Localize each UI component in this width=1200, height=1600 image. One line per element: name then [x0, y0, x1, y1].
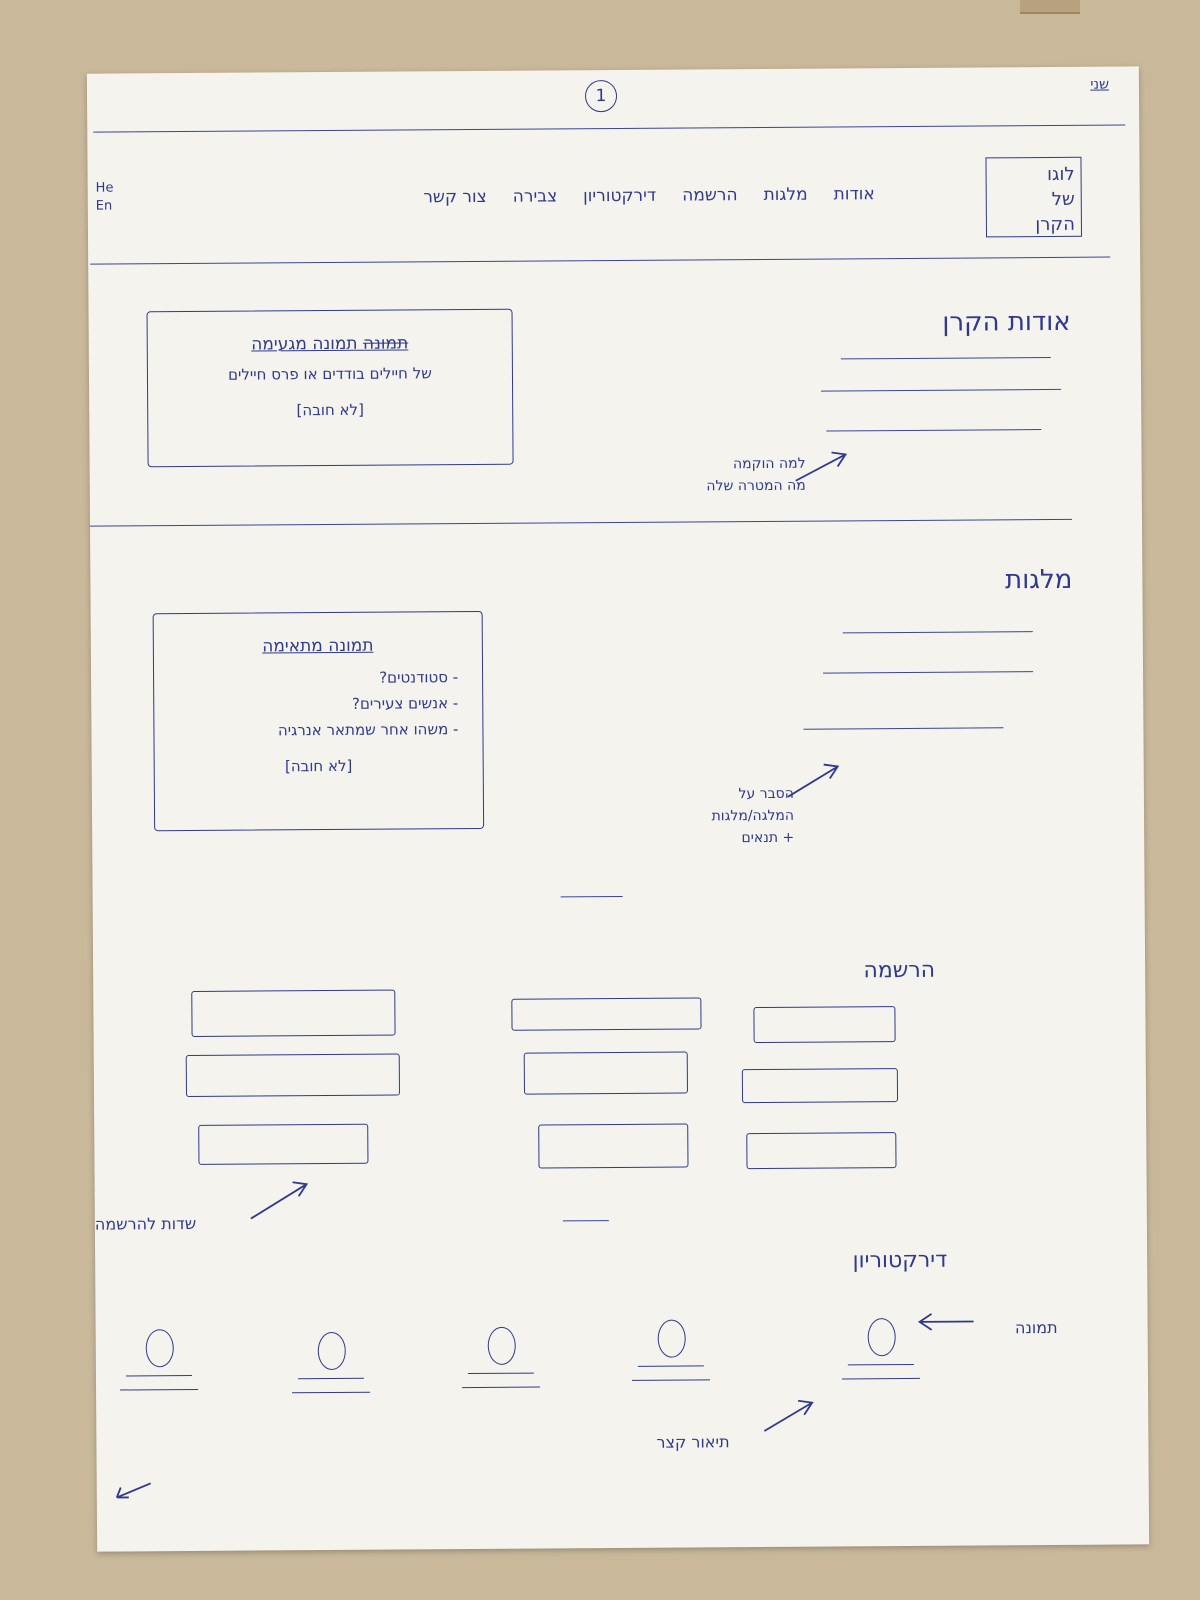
- about-image-optional: [לא חובה]: [296, 400, 364, 420]
- about-note-line-1: למה הוקמה: [732, 455, 806, 473]
- nav-item-donation[interactable]: צבירה: [512, 186, 558, 207]
- desk-corner: [1020, 0, 1080, 14]
- about-note: למה הוקמה מה המטרה שלה: [706, 453, 806, 498]
- scholarship-text-line: [803, 727, 1004, 730]
- registration-field[interactable]: [511, 997, 702, 1031]
- registration-field[interactable]: [741, 1068, 899, 1104]
- arrow-icon: [763, 1399, 814, 1432]
- scholarship-text-line: [823, 671, 1034, 674]
- director-card[interactable]: [114, 1329, 205, 1420]
- scholarship-image-placeholder: תמונה מתאימה - סטודנטים? - אנשים צעירים?…: [152, 610, 485, 832]
- about-note-line-2: מה המטרה שלה: [706, 477, 806, 495]
- logo-placeholder[interactable]: לוגו של הקרן: [985, 156, 1083, 238]
- scholarship-text-line: [842, 631, 1033, 634]
- logo-line-2: של: [1051, 188, 1075, 210]
- desc-line: [120, 1388, 199, 1391]
- arrow-icon: [917, 1313, 974, 1331]
- lang-he[interactable]: He: [95, 180, 114, 196]
- nav-menu: אודות מלגות הרשמה דירקטוריון צבירה צור ק…: [423, 184, 875, 207]
- photo-note: תמונה: [1014, 1317, 1058, 1338]
- section-divider: [560, 895, 623, 898]
- directory-title: דירקטוריון: [852, 1247, 948, 1274]
- name-line: [297, 1377, 364, 1380]
- arrow-icon: [787, 763, 840, 798]
- language-switcher: He En: [96, 180, 114, 216]
- header-rule: [90, 256, 1111, 265]
- name-line: [847, 1363, 914, 1366]
- registration-note: שדות להרשמה: [94, 1213, 197, 1234]
- scholarships-title: מלגות: [1004, 564, 1073, 596]
- desc-note: תיאור קצר: [656, 1432, 730, 1452]
- name-line: [467, 1372, 534, 1375]
- person-icon: [657, 1319, 686, 1358]
- scholarship-image-title: תמונה מתאימה: [262, 635, 374, 657]
- registration-field[interactable]: [523, 1051, 688, 1095]
- section-rule: [90, 518, 1072, 527]
- about-image-title-strike: תמונה: [362, 333, 409, 354]
- page-number: 1: [584, 79, 618, 113]
- about-text-line: [840, 356, 1051, 360]
- logo-line-1: לוגו: [1047, 163, 1075, 185]
- nav-item-scholarships[interactable]: מלגות: [763, 184, 808, 205]
- registration-title: הרשמה: [863, 957, 936, 984]
- idea-item: - משהו אחר שמתאר אנרגיה: [277, 720, 459, 740]
- idea-item: - אנשים צעירים?: [351, 694, 459, 713]
- desc-line: [841, 1377, 920, 1380]
- about-image-title-text: תמונה מגעימה: [251, 333, 358, 355]
- about-image-placeholder: תמונה תמונה מגעימה של חיילים בודדים או פ…: [146, 308, 514, 468]
- sketch-paper: 1 שני לוגו של הקרן אודות מלגות הרשמה דיר…: [86, 66, 1150, 1552]
- director-card[interactable]: [286, 1331, 377, 1423]
- about-title: אודות הקרן: [942, 306, 1071, 338]
- registration-field[interactable]: [185, 1053, 400, 1098]
- director-card[interactable]: [456, 1326, 547, 1418]
- about-text-line: [826, 429, 1042, 432]
- arrow-icon: [795, 451, 848, 482]
- nav-item-registration[interactable]: הרשמה: [682, 185, 738, 206]
- desc-line: [292, 1391, 371, 1394]
- scholarship-note-line-3: + תנאים: [741, 829, 795, 847]
- name-line: [125, 1374, 192, 1377]
- registration-field[interactable]: [753, 1006, 896, 1044]
- name-line: [637, 1365, 704, 1367]
- person-icon: [145, 1329, 174, 1368]
- desc-line: [462, 1386, 541, 1389]
- about-text-line: [821, 388, 1062, 392]
- person-icon: [867, 1318, 896, 1357]
- about-image-subtitle: של חיילים בודדים או פרס חיילים: [227, 364, 432, 384]
- registration-field[interactable]: [538, 1123, 689, 1169]
- corner-mark: שני: [1090, 76, 1110, 93]
- section-divider: [562, 1220, 609, 1222]
- back-arrow-icon: [115, 1482, 152, 1499]
- scholarship-note-line-2: המלגה/מלגות: [711, 807, 795, 825]
- person-icon: [317, 1331, 346, 1371]
- registration-field[interactable]: [191, 989, 396, 1037]
- top-rule: [93, 124, 1126, 133]
- person-icon: [487, 1326, 516, 1365]
- nav-item-contact[interactable]: צור קשר: [423, 186, 487, 208]
- scholarship-note-line-1: הסבר על: [738, 785, 794, 803]
- about-image-title: תמונה תמונה מגעימה: [172, 330, 488, 358]
- director-card[interactable]: [836, 1318, 927, 1409]
- registration-field[interactable]: [198, 1123, 369, 1165]
- director-card[interactable]: [626, 1319, 717, 1410]
- scholarship-image-ideas: - סטודנטים? - אנשים צעירים? - משהו אחר ש…: [178, 664, 459, 744]
- logo-line-3: הקרן: [1035, 213, 1076, 236]
- lang-en[interactable]: En: [95, 198, 113, 214]
- nav-item-directory[interactable]: דירקטוריון: [583, 185, 657, 207]
- scholarship-note: הסבר על המלגה/מלגות + תנאים: [711, 783, 794, 850]
- desc-line: [631, 1379, 710, 1381]
- idea-item: - סטודנטים?: [379, 668, 459, 687]
- arrow-icon: [250, 1181, 309, 1220]
- nav-item-about[interactable]: אודות: [833, 184, 875, 205]
- scholarship-image-optional: [לא חובה]: [284, 756, 353, 776]
- registration-field[interactable]: [746, 1132, 897, 1170]
